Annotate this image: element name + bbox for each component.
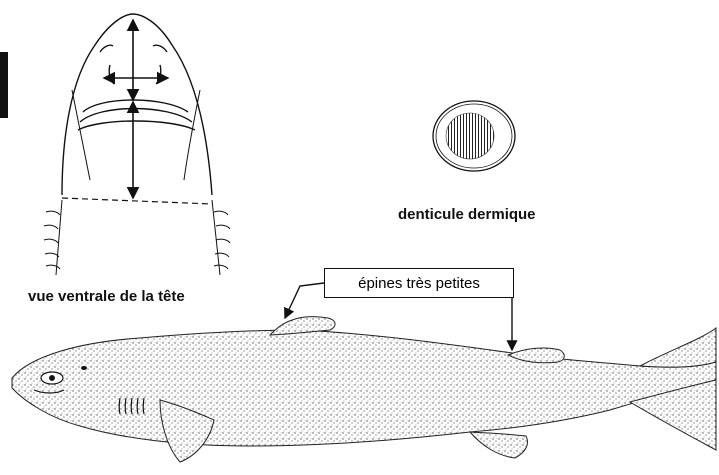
dermal-denticle-drawing bbox=[433, 101, 515, 171]
spines-callout-label: épines très petites bbox=[358, 275, 480, 292]
denticle-caption: denticule dermique bbox=[398, 206, 536, 223]
head-view-caption: vue ventrale de la tête bbox=[28, 288, 185, 305]
spines-callout-box: épines très petites bbox=[324, 268, 514, 298]
ventral-head-drawing bbox=[44, 14, 230, 275]
shark-lateral-drawing bbox=[12, 317, 716, 462]
